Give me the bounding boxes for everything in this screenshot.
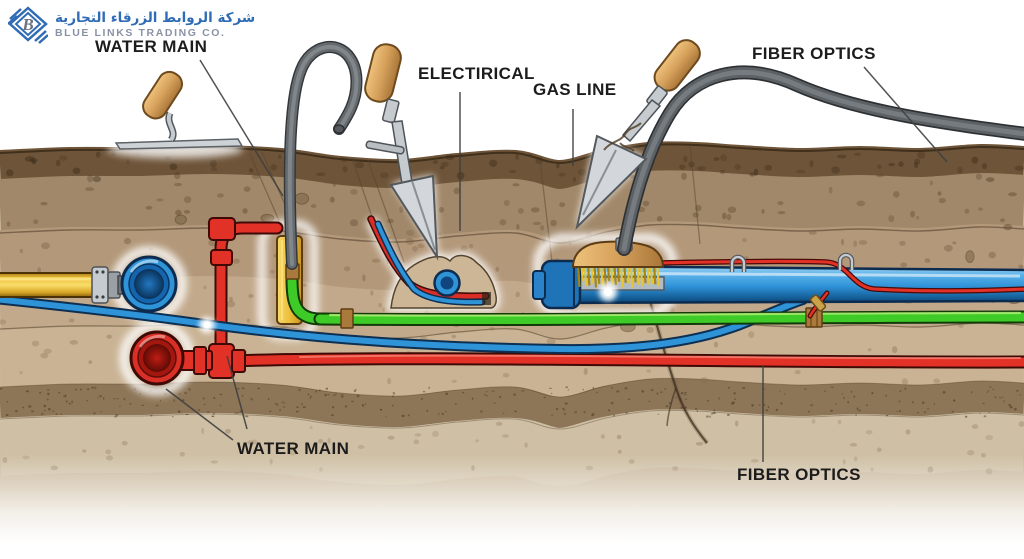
yellow-pipe	[0, 272, 98, 298]
trowel-right	[575, 39, 701, 231]
trowel-handle	[364, 43, 402, 103]
label-gas-line: GAS LINE	[533, 80, 617, 99]
red-pipe-fittings	[177, 217, 246, 379]
water-main-red-pipe	[214, 221, 1024, 369]
logo-arabic-text: شركة الروابط الزرقاء التجارية	[55, 9, 256, 26]
trowel-handle	[142, 70, 184, 120]
water-main-blue-end	[120, 255, 178, 313]
electrical-duct-cables	[367, 215, 490, 306]
bottom-fade	[0, 455, 1024, 559]
hose-end-cap	[333, 124, 345, 134]
conduit-green-pipe	[285, 271, 1024, 327]
wire-ferrule	[809, 294, 827, 312]
root-twig	[603, 122, 642, 152]
conduit-hose-left	[283, 41, 363, 270]
company-logo: B شركة الروابط الزرقاء التجارية BLUE LIN…	[8, 6, 255, 44]
trowel-blade	[114, 138, 244, 150]
logo-english-text: BLUE LINKS TRADING CO.	[55, 26, 226, 39]
pipe-coupling	[91, 266, 109, 304]
blue-links-logo-icon: B	[8, 6, 48, 44]
svg-text:B: B	[21, 15, 33, 34]
trowel-middle	[364, 43, 439, 261]
label-leader-lines	[165, 59, 948, 462]
label-electrical: ELECTIRICAL	[418, 64, 535, 83]
trowel-blade	[575, 134, 648, 231]
label-fiber-optics-bottom: FIBER OPTICS	[737, 465, 861, 484]
label-water-main-top: WATER MAIN	[95, 37, 208, 56]
locator-sparks	[199, 283, 617, 333]
trowel-flat	[114, 70, 244, 150]
brush-block	[571, 240, 665, 268]
electrical-conduit-end	[433, 269, 491, 305]
tracer-wire-fittings	[729, 252, 855, 312]
label-water-main-bottom: WATER MAIN	[237, 439, 350, 458]
fiber-conduit-hose	[617, 65, 1024, 256]
label-fiber-optics-top: FIBER OPTICS	[752, 44, 876, 63]
trowel-blade	[389, 174, 439, 261]
green-pipe-couplers	[285, 263, 823, 329]
water-main-assembly	[0, 255, 185, 386]
water-main-red-end	[129, 330, 185, 386]
